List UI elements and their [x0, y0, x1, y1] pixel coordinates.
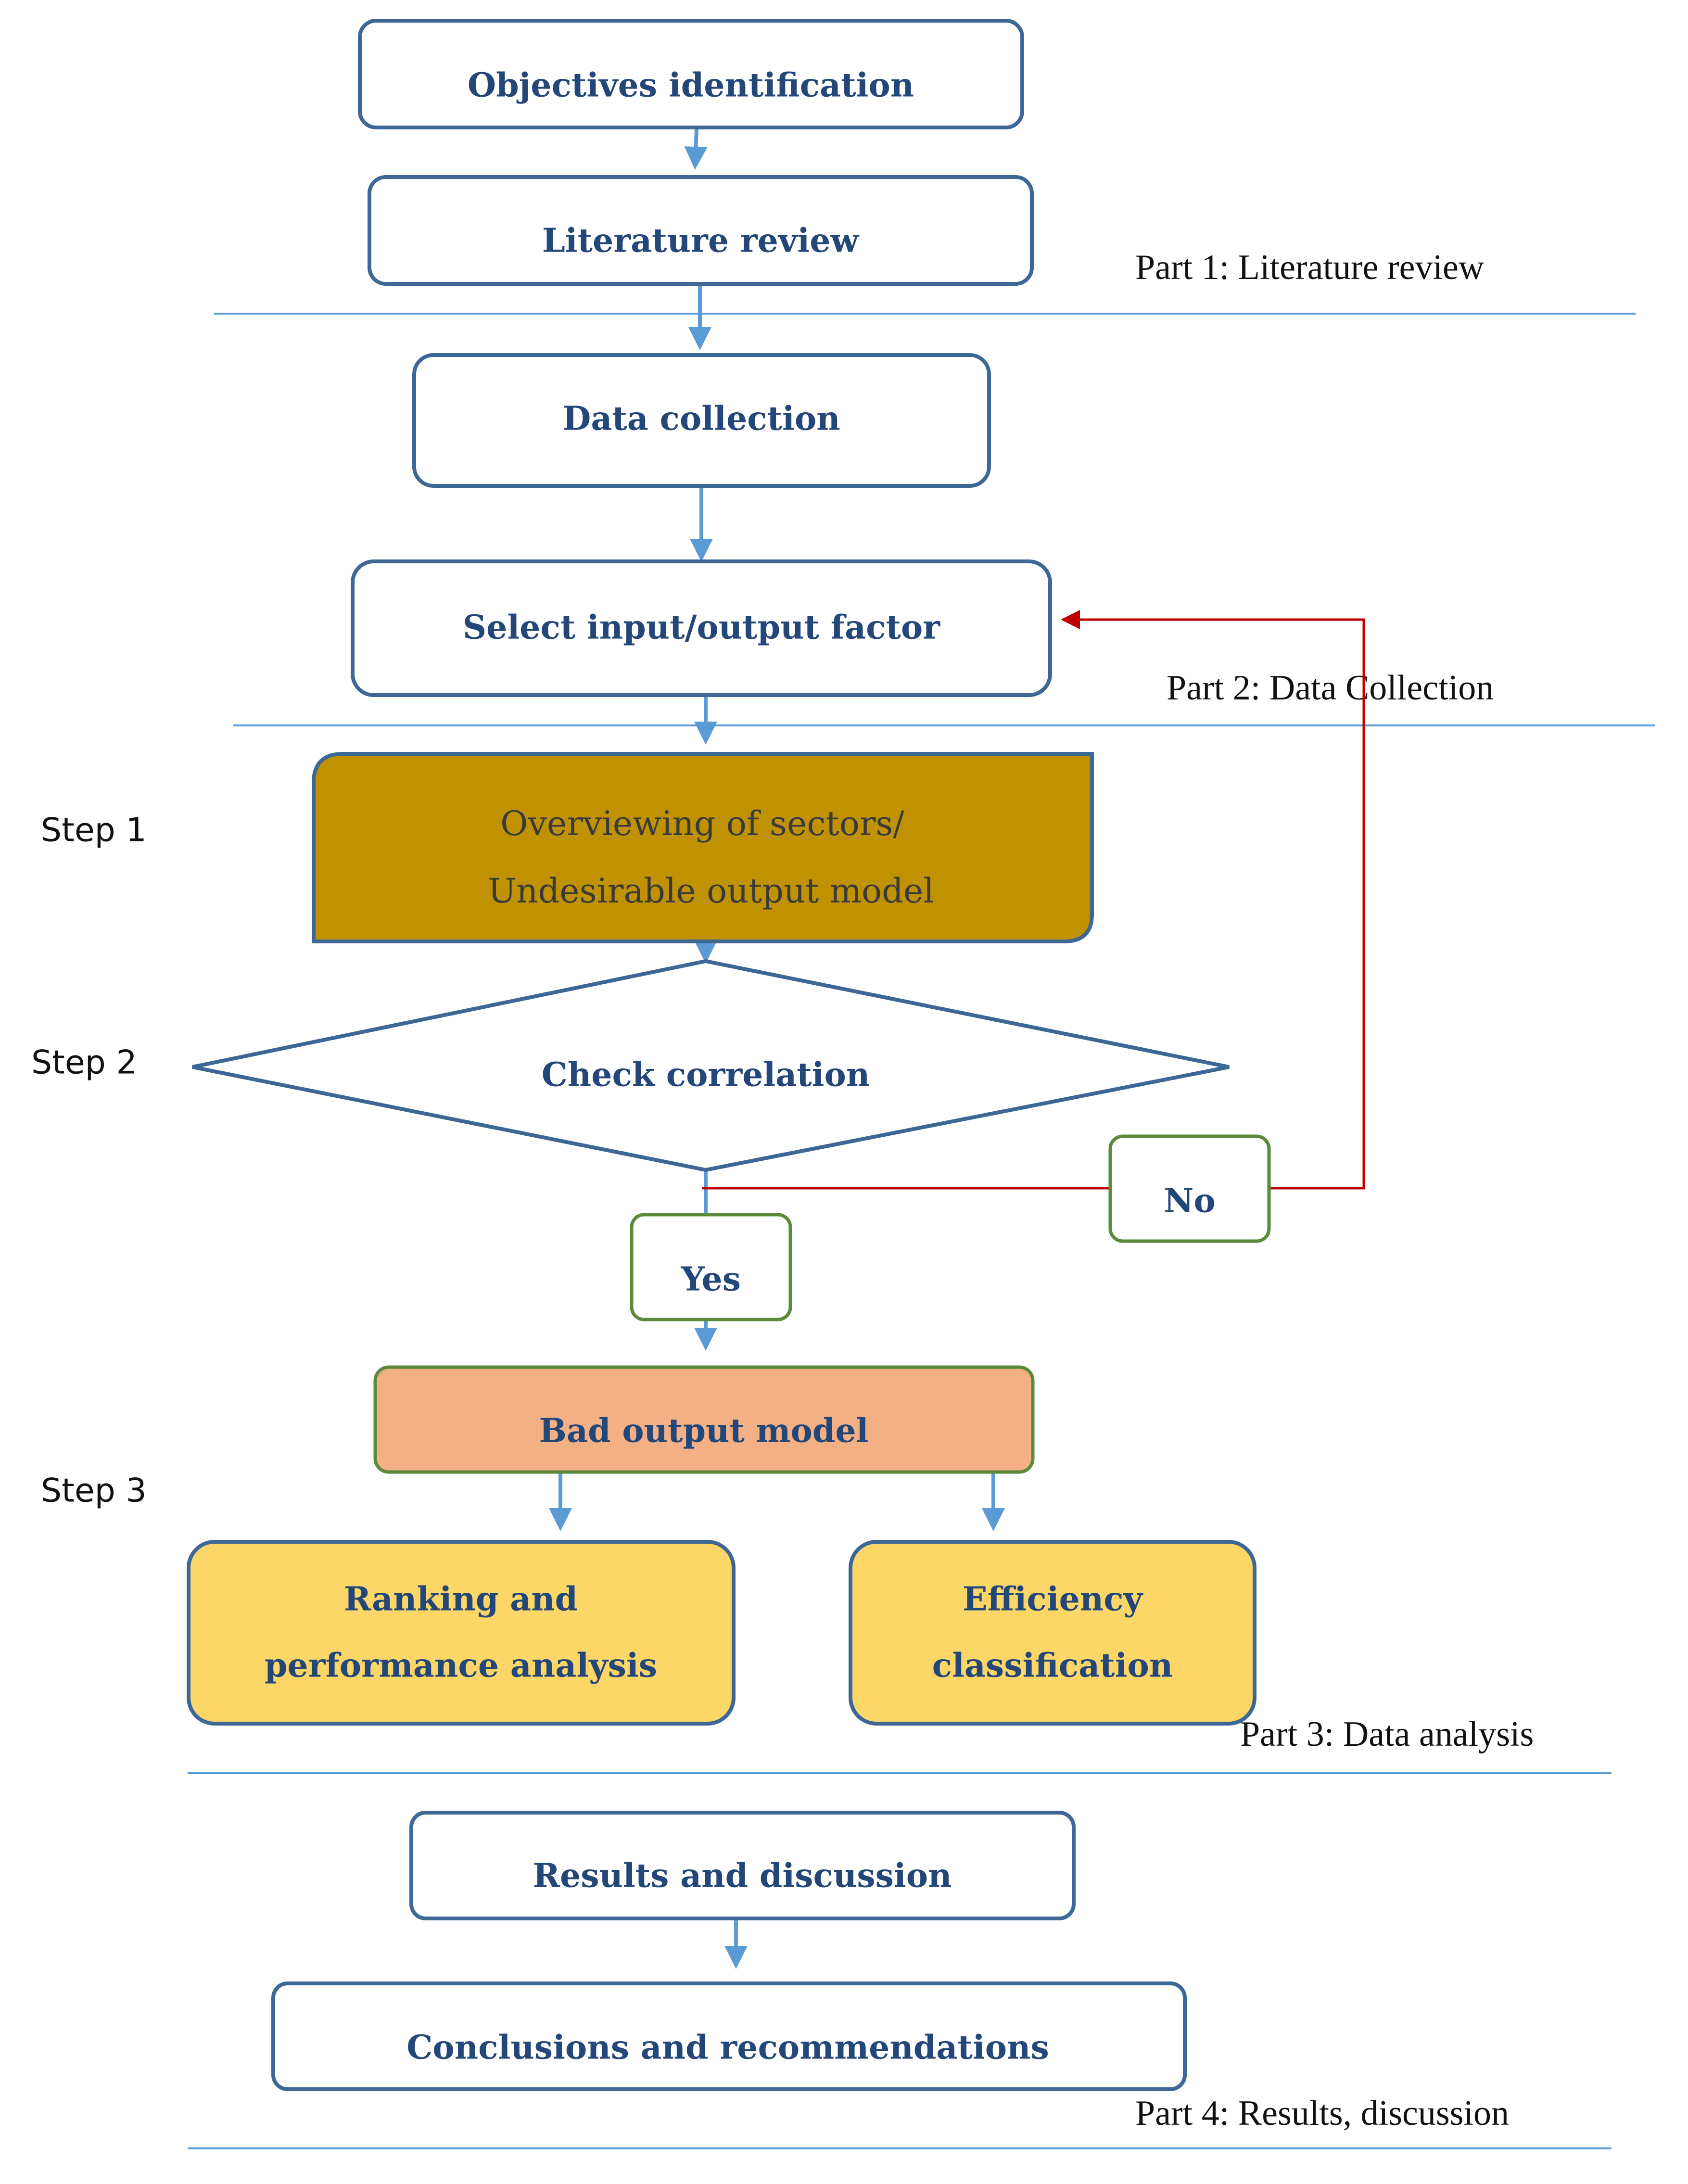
no-label: No [1164, 1182, 1216, 1220]
ranking-label-line2: performance analysis [265, 1647, 657, 1685]
step1-label: Step 1 [41, 812, 147, 850]
literature-node: Literature review [368, 175, 1034, 286]
no-feedback-line [702, 618, 1365, 1190]
check-correlation-node: Check correlation [192, 959, 1230, 1172]
part3-label: Part 3: Data analysis [1240, 1714, 1534, 1754]
ranking-label-line1: Ranking and [344, 1580, 578, 1619]
step2-label: Step 2 [31, 1044, 137, 1082]
literature-label: Literature review [542, 222, 860, 260]
part4-label: Part 4: Results, discussion [1135, 2094, 1509, 2133]
results-node: Results and discussion [409, 1811, 1076, 1920]
part1-label: Part 1: Literature review [1135, 248, 1485, 287]
select-factor-label: Select input/output factor [463, 609, 940, 647]
arrow-objectives-to-literature [684, 128, 708, 170]
data-collection-node: Data collection [412, 353, 991, 488]
bad-output-label: Bad output model [539, 1412, 869, 1450]
yes-label-node: Yes [630, 1213, 792, 1321]
yes-label: Yes [681, 1260, 741, 1299]
conclusions-label: Conclusions and recommendations [406, 2029, 1049, 2067]
efficiency-node: Efficiency classification [849, 1540, 1256, 1726]
part2-label: Part 2: Data Collection [1167, 668, 1494, 708]
objectives-label: Objectives identification [468, 66, 914, 105]
bad-output-node: Bad output model [373, 1365, 1035, 1474]
overview-label-line1: Overviewing of sectors/ [500, 804, 904, 843]
check-correlation-label: Check correlation [542, 1056, 870, 1094]
overview-label-line2: Undesirable output model [488, 871, 934, 911]
efficiency-label-line1: Efficiency [963, 1580, 1144, 1619]
step3-label: Step 3 [41, 1472, 147, 1510]
select-factor-node: Select input/output factor [351, 559, 1052, 697]
overview-shape [312, 752, 1094, 943]
conclusions-node: Conclusions and recommendations [271, 1981, 1187, 2091]
ranking-node: Ranking and performance analysis [187, 1540, 736, 1726]
data-collection-label: Data collection [562, 400, 840, 438]
results-label: Results and discussion [533, 1857, 952, 1895]
efficiency-label-line2: classification [932, 1647, 1173, 1685]
objectives-node: Objectives identification [358, 19, 1024, 129]
overview-node: Overviewing of sectors/ Undesirable outp… [312, 752, 1094, 943]
decision-diamond [192, 959, 1230, 1172]
no-label-node: No [1108, 1134, 1271, 1243]
